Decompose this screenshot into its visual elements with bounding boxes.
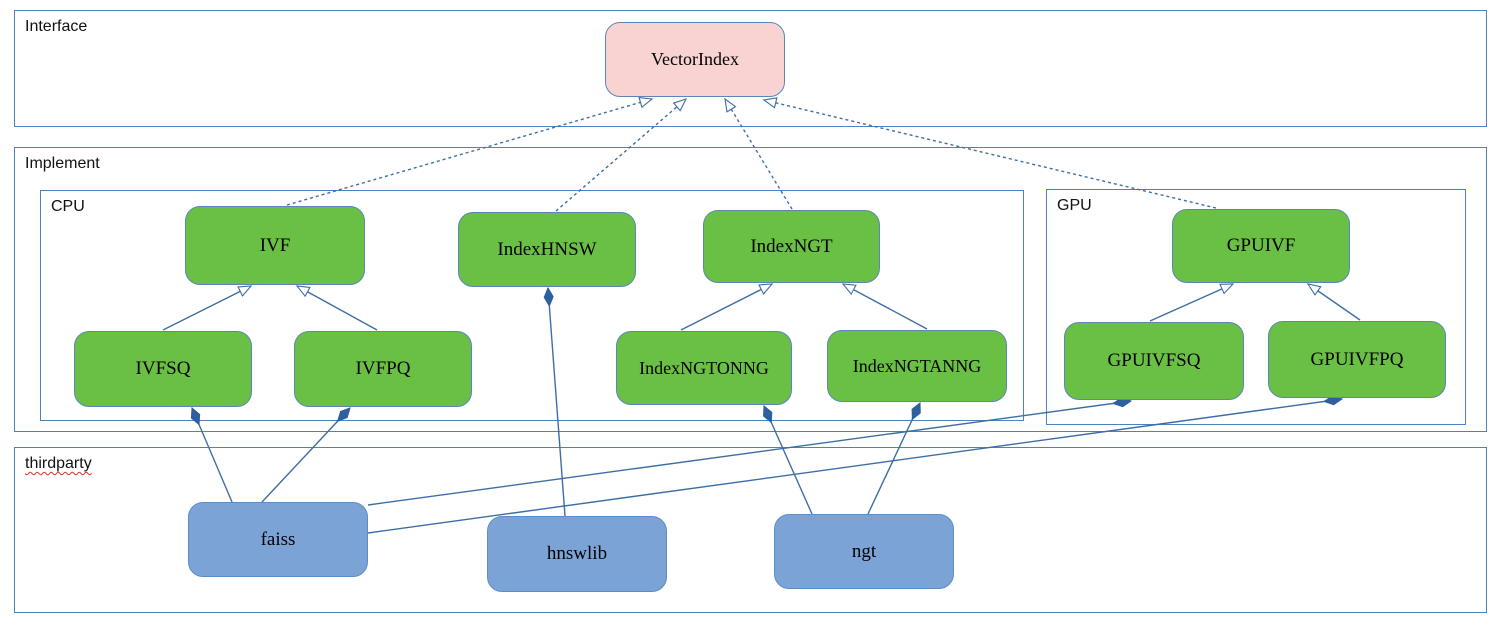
- node-ivfpq[interactable]: IVFPQ: [294, 331, 472, 407]
- node-indexngtonng-label: IndexNGTONNG: [639, 357, 769, 378]
- section-thirdparty-label: thirdparty: [25, 455, 92, 472]
- node-ivfpq-label: IVFPQ: [355, 358, 411, 379]
- node-indexngtanng-label: IndexNGTANNG: [852, 355, 982, 376]
- node-ngt[interactable]: ngt: [774, 514, 954, 589]
- node-indexngt[interactable]: IndexNGT: [703, 210, 880, 283]
- node-vectorindex[interactable]: VectorIndex: [605, 22, 785, 97]
- node-faiss-label: faiss: [260, 528, 296, 550]
- node-indexhnsw[interactable]: IndexHNSW: [458, 212, 636, 287]
- node-faiss[interactable]: faiss: [188, 502, 368, 577]
- node-hnswlib-label: hnswlib: [546, 543, 608, 564]
- node-hnswlib[interactable]: hnswlib: [487, 516, 667, 592]
- node-gpuivfsq[interactable]: GPUIVFSQ: [1064, 322, 1244, 400]
- node-ivfsq[interactable]: IVFSQ: [74, 331, 252, 407]
- node-indexngtanng[interactable]: IndexNGTANNG: [827, 330, 1007, 402]
- node-ivf[interactable]: IVF: [185, 206, 365, 285]
- node-indexhnsw-label: IndexHNSW: [497, 238, 597, 260]
- node-ivfsq-label: IVFSQ: [135, 358, 191, 379]
- node-gpuivfpq-label: GPUIVFPQ: [1310, 348, 1404, 370]
- section-interface-label: Interface: [25, 18, 88, 35]
- node-indexngt-label: IndexNGT: [750, 235, 833, 257]
- node-gpuivfpq[interactable]: GPUIVFPQ: [1268, 321, 1446, 398]
- section-cpu-label: CPU: [51, 198, 85, 215]
- node-gpuivf-label: GPUIVF: [1226, 235, 1296, 256]
- node-ngt-label: ngt: [851, 540, 877, 562]
- section-implement-label: Implement: [25, 155, 100, 172]
- node-indexngtonng[interactable]: IndexNGTONNG: [616, 331, 792, 405]
- node-gpuivfsq-label: GPUIVFSQ: [1107, 350, 1201, 371]
- node-ivf-label: IVF: [259, 234, 291, 256]
- node-gpuivf[interactable]: GPUIVF: [1172, 209, 1350, 283]
- section-gpu-label: GPU: [1057, 197, 1092, 214]
- node-vectorindex-label: VectorIndex: [651, 49, 739, 69]
